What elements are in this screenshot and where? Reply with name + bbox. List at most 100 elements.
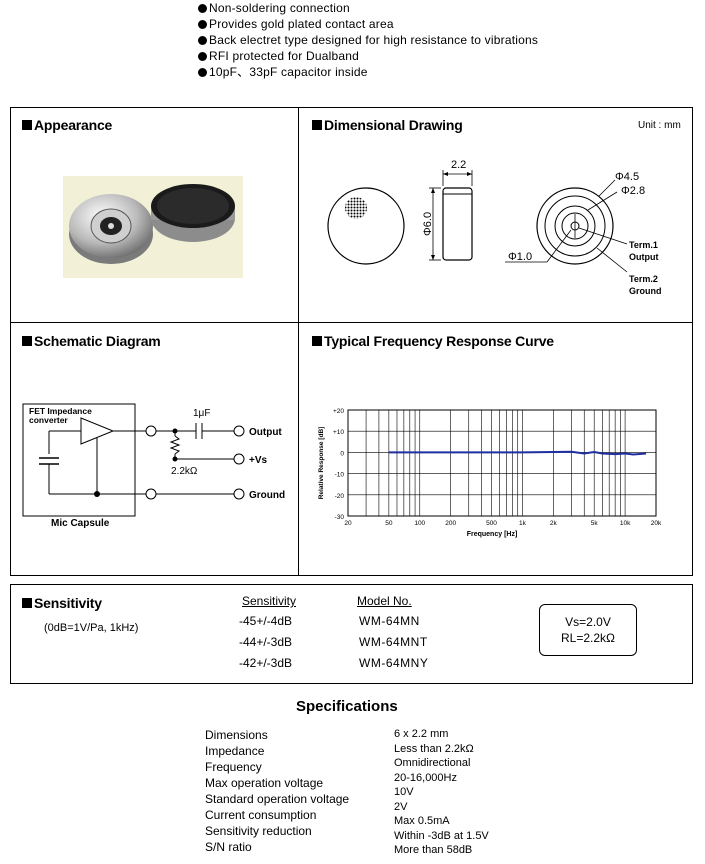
output-terminal-label: Output bbox=[249, 427, 282, 438]
term1-label: Term.1 bbox=[629, 240, 658, 250]
vs-terminal-label: +Vs bbox=[249, 455, 268, 466]
fet-label: FET Impedance bbox=[29, 406, 92, 416]
spec-name: Impedance bbox=[205, 744, 265, 758]
model-number: WM-64MNY bbox=[359, 656, 429, 670]
y-tick-label: -10 bbox=[335, 472, 345, 479]
square-bullet-icon bbox=[312, 336, 322, 346]
bullet-icon bbox=[198, 68, 207, 77]
model-col-header: Model No. bbox=[357, 594, 412, 608]
sensitivity-value: -45+/-4dB bbox=[239, 614, 293, 628]
vs-condition: Vs=2.0V bbox=[565, 615, 611, 629]
spec-value: More than 58dB bbox=[394, 844, 473, 856]
spec-name: Sensitivity reduction bbox=[205, 824, 312, 838]
appearance-title: Appearance bbox=[22, 117, 112, 133]
x-tick-label: 1k bbox=[519, 520, 527, 527]
grid-divider-horizontal bbox=[10, 322, 693, 323]
spec-name: Dimensions bbox=[205, 728, 268, 742]
ground-terminal-label: Ground bbox=[249, 490, 285, 501]
feature-text: RFI protected for Dualband bbox=[209, 49, 359, 63]
dimensional-title-text: Dimensional Drawing bbox=[324, 117, 463, 133]
front-view-circle bbox=[327, 187, 405, 265]
x-tick-label: 10k bbox=[620, 520, 631, 527]
x-tick-label: 5k bbox=[591, 520, 599, 527]
capacitor-label: 1μF bbox=[193, 408, 210, 419]
capsule-box bbox=[22, 403, 136, 517]
spec-values: 6 x 2.2 mm Less than 2.2kΩ Omnidirection… bbox=[394, 727, 489, 858]
y-tick-label: +10 bbox=[333, 429, 344, 436]
spec-value: Max 0.5mA bbox=[394, 815, 450, 827]
model-number: WM-64MN bbox=[359, 614, 420, 628]
unit-label: Unit : mm bbox=[638, 120, 681, 131]
x-tick-label: 200 bbox=[445, 520, 456, 527]
spec-value: 6 x 2.2 mm bbox=[394, 728, 449, 740]
sensitivity-value: -44+/-3dB bbox=[239, 635, 293, 649]
response-curve bbox=[388, 450, 647, 456]
square-bullet-icon bbox=[312, 120, 322, 130]
rear-view bbox=[536, 187, 614, 265]
y-tick-label: 0 bbox=[340, 450, 344, 457]
rl-condition: RL=2.2kΩ bbox=[561, 631, 615, 645]
resistor-label: 2.2kΩ bbox=[171, 466, 198, 477]
spec-value: Omnidirectional bbox=[394, 757, 471, 769]
feature-text: Non-soldering connection bbox=[209, 1, 350, 15]
x-tick-label: 20k bbox=[651, 520, 662, 527]
y-axis-label: Relative Response [dB] bbox=[318, 427, 325, 500]
schematic-title: Schematic Diagram bbox=[22, 333, 161, 349]
phi45-label: Φ4.5 bbox=[615, 171, 639, 183]
bullet-icon bbox=[198, 20, 207, 29]
y-tick-label: +20 bbox=[333, 408, 344, 415]
square-bullet-icon bbox=[22, 336, 32, 346]
appearance-photo bbox=[63, 176, 243, 278]
spec-value: Within -3dB at 1.5V bbox=[394, 829, 489, 842]
grid-divider-vertical bbox=[298, 107, 299, 576]
spec-value: Less than 2.2kΩ bbox=[394, 742, 474, 755]
y-tick-label: -30 bbox=[335, 514, 345, 521]
frequency-title: Typical Frequency Response Curve bbox=[312, 333, 554, 349]
square-bullet-icon bbox=[22, 598, 32, 608]
spec-name: Current consumption bbox=[205, 808, 317, 822]
x-axis-label: Frequency [Hz] bbox=[467, 531, 518, 538]
sensitivity-title-text: Sensitivity bbox=[34, 595, 102, 611]
sensitivity-box bbox=[10, 584, 693, 684]
main-grid bbox=[10, 107, 693, 576]
appearance-title-text: Appearance bbox=[34, 117, 113, 133]
plot-frame bbox=[347, 409, 657, 517]
side-view bbox=[442, 187, 473, 261]
x-tick-label: 100 bbox=[414, 520, 425, 527]
sensitivity-value: -42+/-3dB bbox=[239, 656, 293, 670]
feature-item: Provides gold plated contact area bbox=[198, 16, 538, 32]
feature-text: Provides gold plated contact area bbox=[209, 17, 394, 31]
feature-list: Non-soldering connection Provides gold p… bbox=[198, 0, 538, 80]
schematic-diagram: FET Impedance converter 1μF 2.2kΩ Output… bbox=[22, 403, 285, 529]
sensitivity-title: Sensitivity bbox=[22, 595, 102, 611]
specifications-title: Specifications bbox=[296, 698, 398, 715]
width-dimension: 2.2 bbox=[451, 159, 466, 171]
spec-value: 10V bbox=[394, 786, 414, 798]
x-tick-label: 2k bbox=[550, 520, 558, 527]
capsule-label: Mic Capsule bbox=[51, 518, 110, 529]
x-tick-label: 20 bbox=[344, 520, 352, 527]
fet-sublabel: converter bbox=[29, 415, 68, 425]
test-condition-box: Vs=2.0V RL=2.2kΩ bbox=[539, 604, 637, 656]
bullet-icon bbox=[198, 52, 207, 61]
bullet-icon bbox=[198, 36, 207, 45]
model-number: WM-64MNT bbox=[359, 635, 428, 649]
schematic-title-text: Schematic Diagram bbox=[34, 333, 161, 349]
spec-value: 2V bbox=[394, 800, 408, 813]
x-tick-label: 50 bbox=[385, 520, 393, 527]
feature-text: Back electret type designed for high res… bbox=[209, 33, 539, 47]
spec-name: Frequency bbox=[205, 760, 262, 774]
spec-name: Max operation voltage bbox=[205, 776, 324, 790]
dimensional-drawing: 2.2 Φ6.0 Φ4.5 Φ2.8 Φ1.0 Term.1 Output Te… bbox=[327, 159, 662, 296]
spec-name: S/N ratio bbox=[205, 840, 252, 854]
y-tick-label: -20 bbox=[335, 493, 345, 500]
term1-sublabel: Output bbox=[629, 252, 659, 262]
feature-text: 10pF、33pF capacitor inside bbox=[209, 65, 368, 79]
spec-value: 20-16,000Hz bbox=[394, 771, 457, 784]
frequency-title-text: Typical Frequency Response Curve bbox=[324, 333, 554, 349]
spec-name: Standard operation voltage bbox=[205, 792, 350, 806]
feature-item: 10pF、33pF capacitor inside bbox=[198, 64, 538, 80]
term2-sublabel: Ground bbox=[629, 286, 662, 296]
square-bullet-icon bbox=[22, 120, 32, 130]
